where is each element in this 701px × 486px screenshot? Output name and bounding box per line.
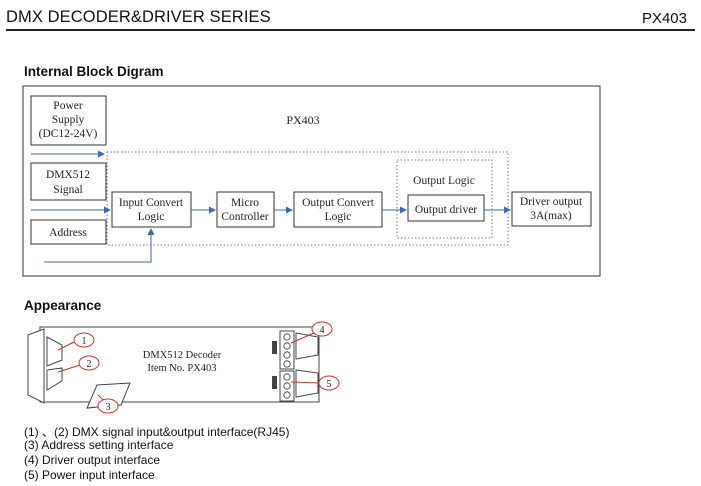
power-supply-line2: Supply [52,114,85,126]
output-driver-box [407,194,485,222]
legend-item-address: (3) Address setting interface [24,438,174,452]
dmx-signal-line1: DMX512 [46,169,90,181]
diagram-frame [22,85,601,277]
right-bracket-top [295,332,319,360]
power-supply-line1: Power [53,100,83,112]
svg-text:3: 3 [106,402,111,413]
driver-output-line2: 3A(max) [530,210,572,222]
left-bracket [27,328,45,404]
block-diagram: PX403 Power Supply (DC12-24V) DMX512 Sig… [22,85,601,277]
slot-bottom [272,376,277,389]
callout-3: 3 [97,398,119,414]
input-convert-box [111,191,192,228]
dmx-signal-line2: Signal [53,184,82,196]
input-convert-line2: Logic [138,211,165,223]
svg-text:1: 1 [82,336,87,347]
chip-boundary [106,151,509,246]
device-label-line2: Item No. PX403 [147,363,216,374]
power-supply-box [30,95,107,146]
power-supply-line3: (DC12-24V) [39,128,98,140]
output-convert-line2: Logic [325,211,352,223]
output-logic-group [396,159,493,239]
callout-5: 5 [318,375,340,391]
legend-item-rj45: (1) 、(2) DMX signal input&output interfa… [24,425,290,439]
dmx-signal-box [30,162,107,201]
callout-2: 2 [78,355,100,371]
micro-line2: Controller [221,211,268,223]
device-label-line1: DMX512 Decoder [143,350,222,361]
doc-title: DMX DECODER&DRIVER SERIES [6,8,271,26]
address-label: Address [49,227,87,239]
svg-text:4: 4 [320,325,325,336]
input-convert-line1: Input Convert [119,197,184,209]
micro-controller-box [216,191,275,228]
svg-text:5: 5 [327,379,332,390]
address-box [30,219,107,245]
slot-top [272,341,277,354]
doc-model-number: PX403 [641,10,687,27]
output-logic-label: Output Logic [413,175,475,187]
legend-item-power-input: (5) Power input interface [24,468,155,482]
output-convert-line1: Output Convert [302,197,375,209]
block-diagram-heading: Internal Block Digram [24,64,164,79]
right-bracket-bottom [295,369,319,398]
header-rule [6,29,695,31]
driver-output-line1: Driver output [520,196,583,208]
rj45-port-2 [46,367,63,391]
terminal-block-output [279,330,295,370]
legend-item-driver-output: (4) Driver output interface [24,453,161,467]
svg-text:2: 2 [87,359,92,370]
chip-label: PX403 [286,113,319,127]
micro-line1: Micro [231,197,259,209]
output-convert-box [293,191,383,228]
callout-1: 1 [73,332,95,348]
callout-4: 4 [311,321,333,337]
appearance-heading: Appearance [24,298,102,313]
device-drawing: DMX512 Decoder Item No. PX403 1 2 3 4 5 [27,321,340,414]
output-driver-label: Output driver [415,204,477,216]
arrow-address [44,228,155,263]
address-window [86,382,131,409]
driver-output-box [511,191,592,227]
rj45-port-1 [46,336,63,367]
